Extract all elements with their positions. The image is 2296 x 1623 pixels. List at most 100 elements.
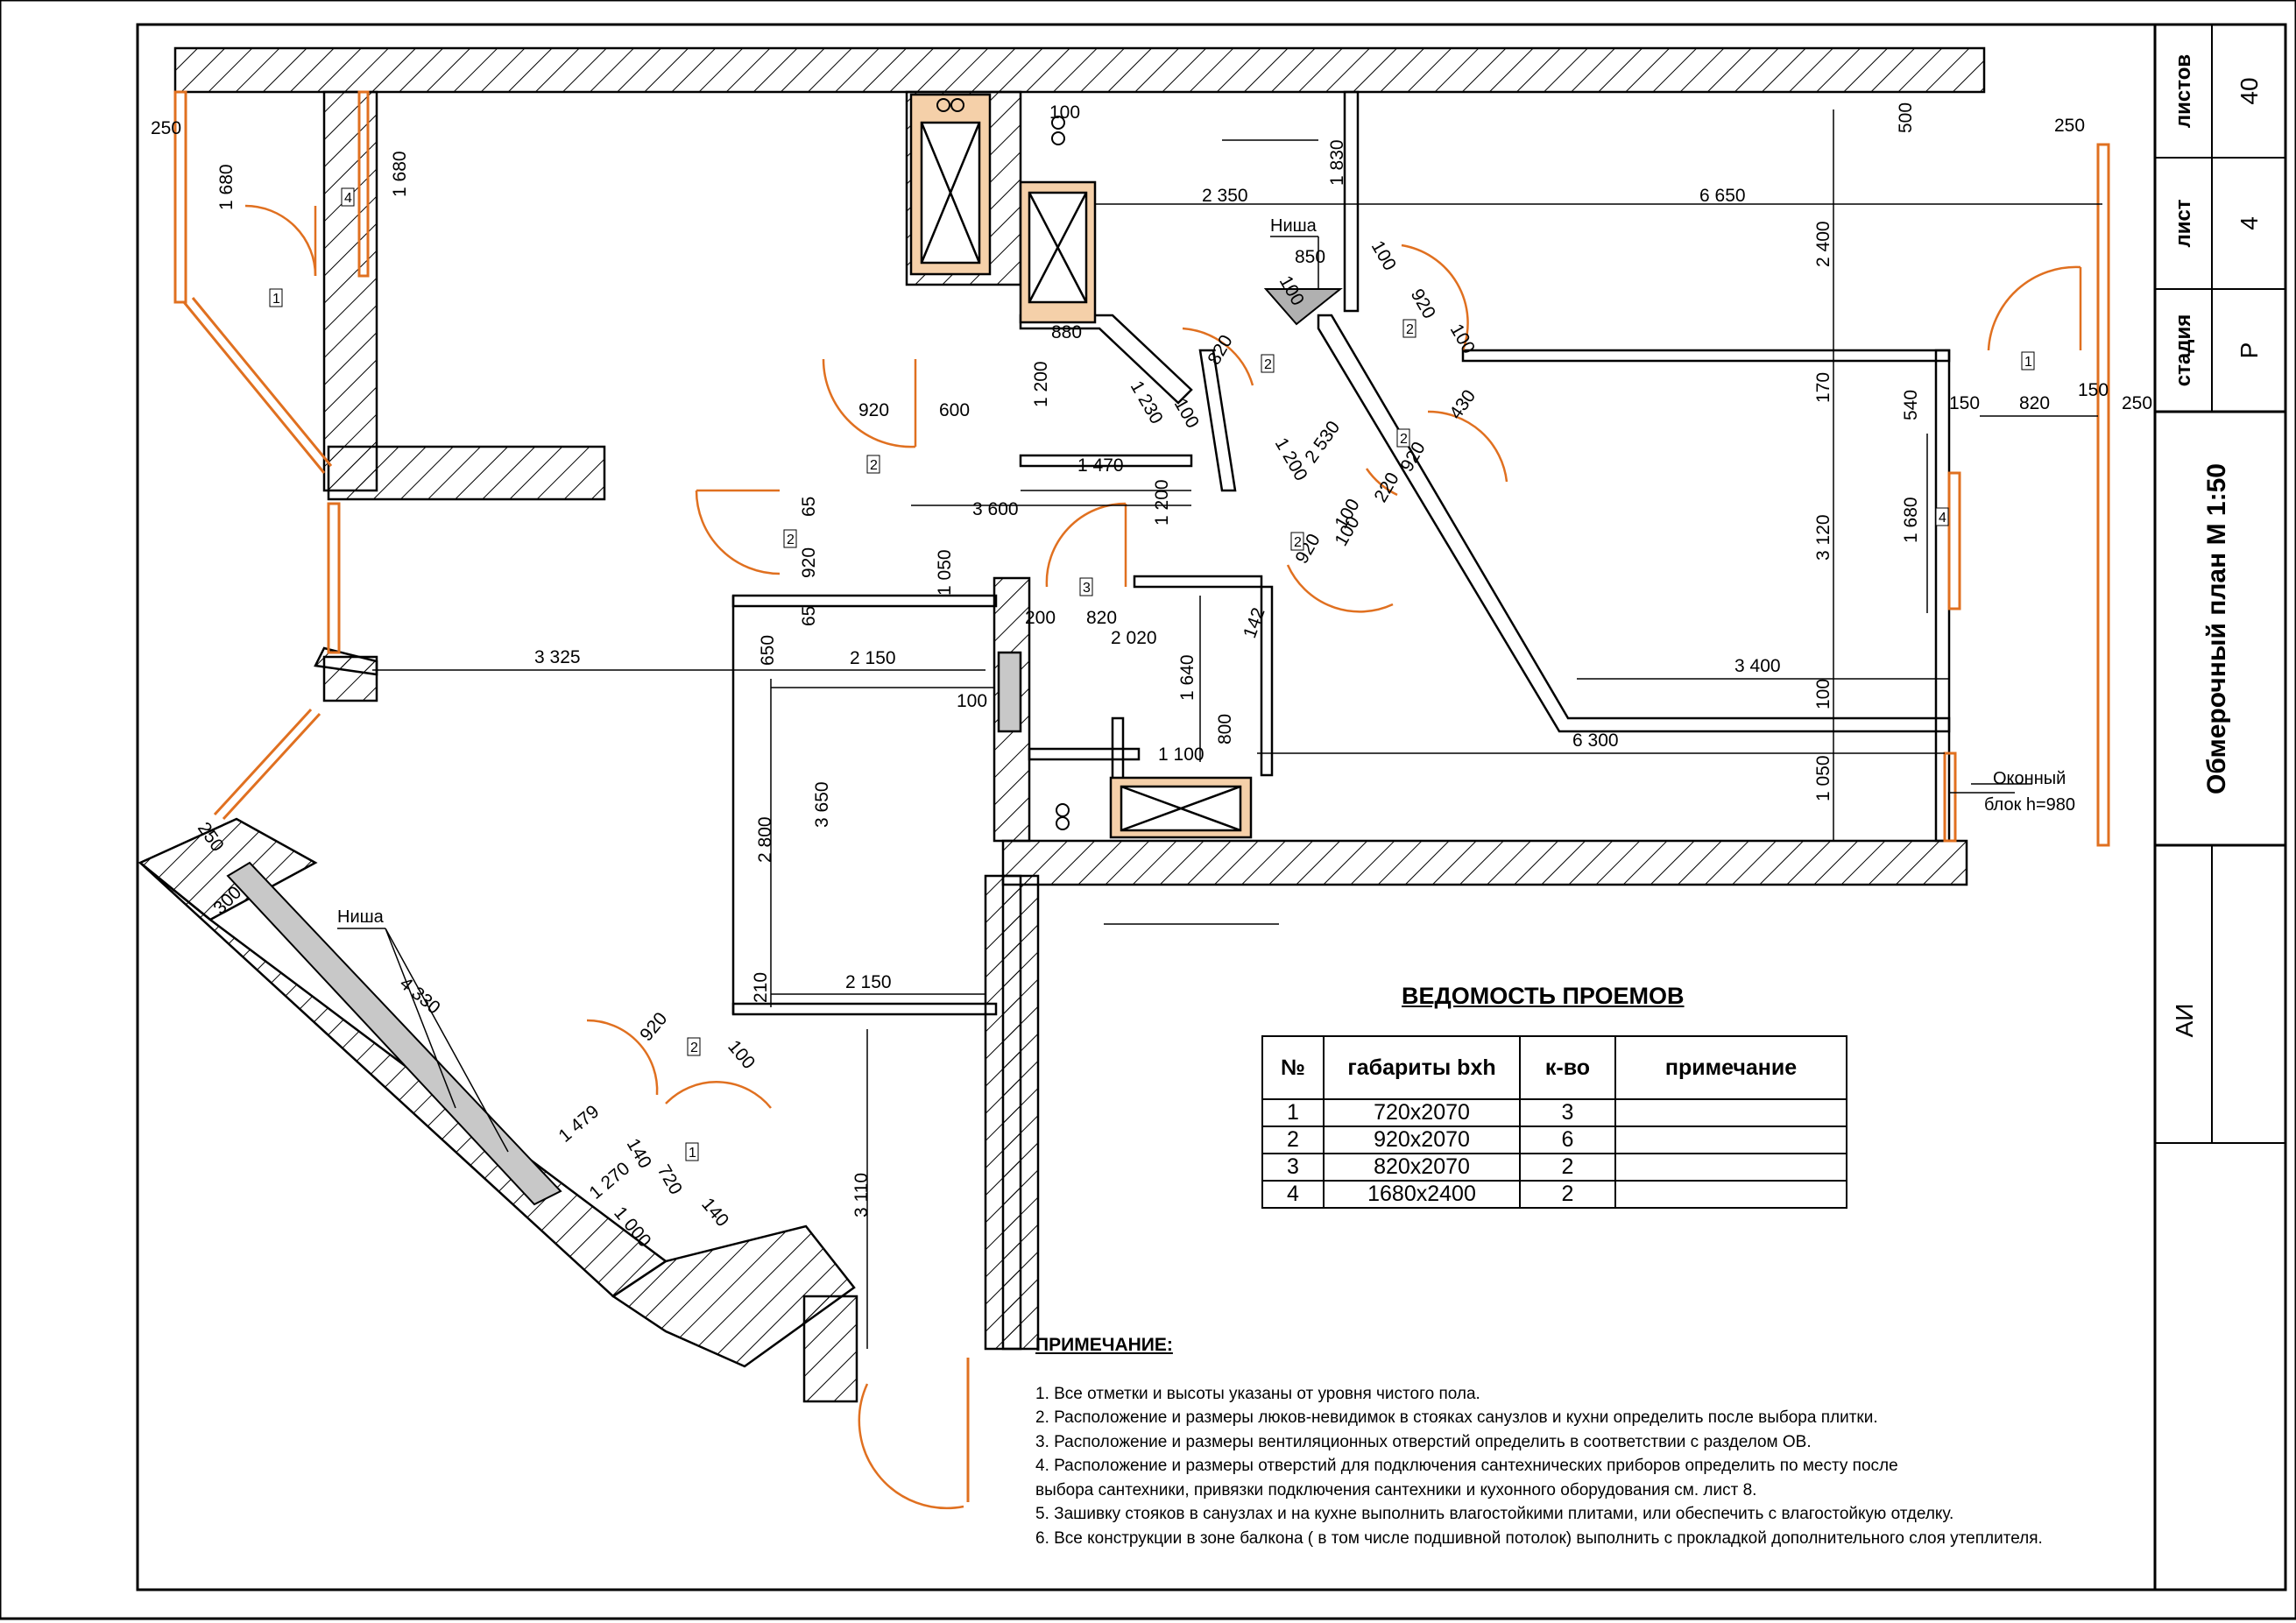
balcony-niche xyxy=(226,861,562,1206)
cell-size: 1680x2400 xyxy=(1323,1180,1521,1209)
col-header-size: габариты bxh xyxy=(1323,1035,1521,1100)
door-tag: 2 xyxy=(1290,532,1304,551)
dim-label: 4 330 xyxy=(396,973,444,1018)
door-tag-number: 4 xyxy=(344,191,352,206)
door-tag-number: 2 xyxy=(870,458,878,473)
cell-qty: 2 xyxy=(1519,1153,1616,1182)
door-tag-number: 2 xyxy=(1406,322,1414,337)
dim-label: 6 650 xyxy=(1699,186,1746,206)
dim-label: 1 050 xyxy=(1813,755,1833,801)
niche-label-1: Ниша xyxy=(1270,216,1318,236)
dim-label: 1 680 xyxy=(390,151,410,197)
door-tag: 2 xyxy=(1402,319,1416,338)
note-item: 2. Расположение и размеры люков-невидимо… xyxy=(1035,1408,1878,1427)
niche-marker xyxy=(1263,288,1343,326)
cell-qty: 6 xyxy=(1519,1126,1616,1154)
dim-label: 3 400 xyxy=(1734,656,1781,676)
door-tag-number: 1 xyxy=(689,1146,696,1161)
door-tag-number: 2 xyxy=(690,1041,698,1055)
dim-label: 2 350 xyxy=(1202,186,1248,206)
dim-label: 1 640 xyxy=(1177,654,1197,701)
dim-label: 200 xyxy=(1025,608,1056,628)
openings-schedule-table: № габариты bxh к-во примечание 1 720x207… xyxy=(1261,1035,1847,1209)
dim-label: 65 xyxy=(799,606,819,626)
dim-label: 250 xyxy=(2054,116,2085,136)
door-tag-number: 2 xyxy=(1294,535,1302,550)
note-item: выбора сантехники, привязки подключения … xyxy=(1035,1480,1757,1500)
door-tag: 1 xyxy=(685,1142,699,1161)
title-block: листов 40 лист 4 стадия Р Обмерочный пла… xyxy=(2153,25,2285,1590)
door-tag-number: 2 xyxy=(1264,357,1272,372)
plan-annotations: Ниша Ниша Оконный блок h=980 xyxy=(337,216,2075,1153)
col-header-qty: к-во xyxy=(1519,1035,1616,1100)
niche-label-2: Ниша xyxy=(337,907,385,927)
cell-note xyxy=(1614,1153,1847,1182)
door-tag: 2 xyxy=(866,455,880,474)
dim-label: 850 xyxy=(1295,247,1325,267)
dim-label: 920 xyxy=(858,400,889,420)
door-tag-number: 1 xyxy=(2024,355,2032,370)
cell-number: 4 xyxy=(1261,1180,1325,1209)
dim-label: 880 xyxy=(1051,322,1082,342)
table-row: 3 820x2070 2 xyxy=(1261,1153,1847,1182)
door-tag: 2 xyxy=(783,529,797,548)
table-row: 2 920x2070 6 xyxy=(1261,1126,1847,1154)
dim-label: 1 200 xyxy=(1152,479,1172,526)
cell-size: 920x2070 xyxy=(1323,1126,1521,1154)
drawing-frame xyxy=(136,23,2287,1591)
dim-label: 2 530 xyxy=(1301,418,1344,467)
table-row: 4 1680x2400 2 xyxy=(1261,1180,1847,1209)
drawing-title: Обмерочный план М 1:50 xyxy=(2202,463,2231,794)
dim-label: 250 xyxy=(2122,393,2152,413)
note-item: 6. Все конструкции в зоне балкона ( в то… xyxy=(1035,1528,2043,1548)
dim-label: 140 xyxy=(697,1194,732,1231)
dim-label: 1 680 xyxy=(216,164,237,210)
sheets-label: листов xyxy=(2172,54,2195,128)
cell-note xyxy=(1614,1180,1847,1209)
dim-label: 150 xyxy=(1949,393,1980,413)
door-tag-number: 1 xyxy=(272,292,280,307)
dim-label: 100 xyxy=(1049,102,1080,123)
dim-label: 2 800 xyxy=(755,816,775,863)
dim-label: 100 xyxy=(1813,679,1833,709)
door-tag: 2 xyxy=(1396,428,1410,448)
window-block-label-line1: Оконный xyxy=(1993,769,2066,788)
dim-label: 1 470 xyxy=(1077,455,1124,476)
dim-label: 2 150 xyxy=(845,972,892,992)
door-tag: 4 xyxy=(341,187,355,207)
door-tag: 4 xyxy=(1935,507,1949,526)
dim-label: 100 xyxy=(1446,321,1479,357)
dim-label: 920 xyxy=(636,1009,671,1046)
sheets-value: 40 xyxy=(2236,77,2263,104)
door-tag-number: 2 xyxy=(1400,432,1408,447)
dim-label: 1 200 xyxy=(1271,434,1311,484)
door-tag: 1 xyxy=(269,288,283,307)
dim-label: 3 650 xyxy=(812,781,832,828)
dim-label: 250 xyxy=(151,118,181,138)
dim-label: 650 xyxy=(758,635,778,666)
dim-label: 1 830 xyxy=(1327,139,1347,186)
col-header-number: № xyxy=(1261,1035,1325,1100)
dim-label: 170 xyxy=(1813,372,1833,403)
cell-number: 2 xyxy=(1261,1126,1325,1154)
dim-label: 1 270 xyxy=(585,1158,633,1203)
dim-label: 920 xyxy=(1407,286,1439,322)
openings-schedule-title: ВЕДОМОСТЬ ПРОЕМОВ xyxy=(1402,983,1685,1009)
dim-label: 1 050 xyxy=(935,549,955,596)
door-tag-number: 2 xyxy=(787,533,795,547)
door-tag: 2 xyxy=(687,1037,701,1056)
dimension-lines xyxy=(372,109,2102,1349)
sheet-label: лист xyxy=(2172,199,2195,247)
col-header-note: примечание xyxy=(1614,1035,1847,1100)
dim-label: 100 xyxy=(724,1036,759,1073)
cell-qty: 3 xyxy=(1519,1098,1616,1127)
dim-label: 3 110 xyxy=(851,1173,872,1217)
note-item: 3. Расположение и размеры вентиляционных… xyxy=(1035,1432,1812,1451)
door-tags: 1 4 1 2 2 2 2 2 2 3 2 1 4 xyxy=(269,187,2035,1161)
notes-block: ПРИМЕЧАНИЕ: 1. Все отметки и высоты указ… xyxy=(1035,1333,2174,1550)
dim-label: 220 xyxy=(1370,469,1402,506)
door-swings xyxy=(244,204,2082,1510)
dim-label: 2 150 xyxy=(850,648,896,668)
